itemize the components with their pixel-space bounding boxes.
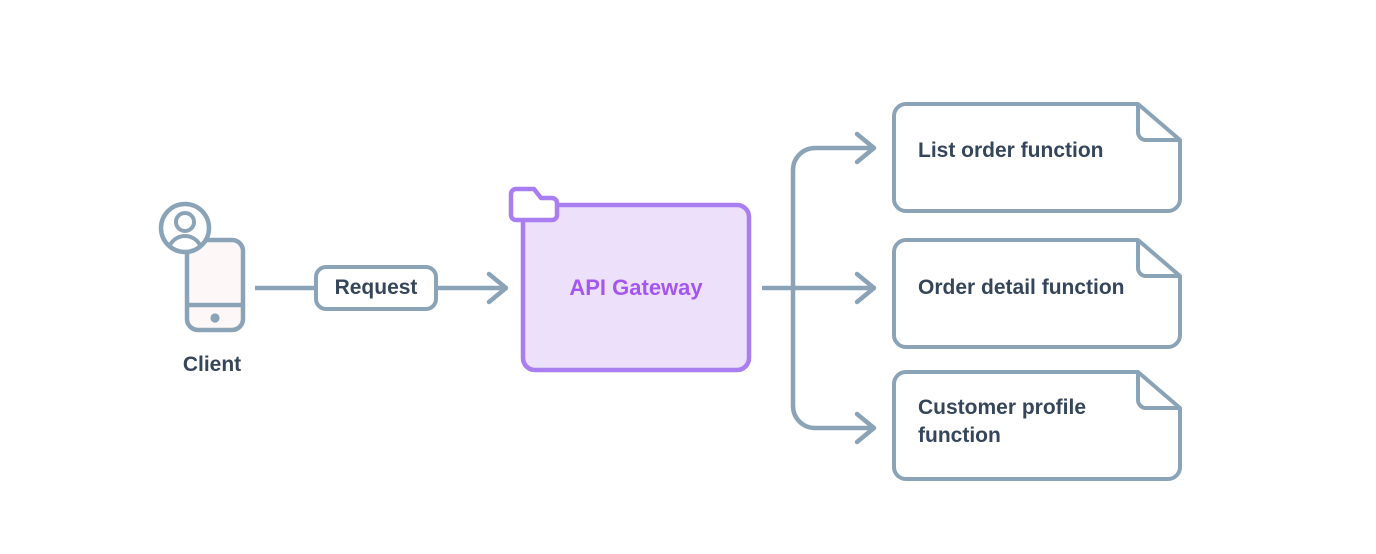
arrowhead-to-gateway-icon (486, 271, 509, 305)
function-node-0[interactable] (892, 102, 1182, 213)
function-2-corner-fold-icon (1136, 372, 1180, 410)
arrowhead-fn-0-icon (854, 131, 877, 165)
arrowhead-fn-1-icon (854, 271, 877, 305)
arrowhead-fn-2-icon (854, 411, 877, 445)
phone-body (184, 237, 246, 333)
client-icon (158, 201, 246, 333)
gateway-folder-tab-icon (508, 186, 560, 223)
request-label-box (314, 265, 438, 311)
edge-branch-down (790, 285, 875, 431)
avatar-head-icon (174, 211, 196, 233)
gateway-body (520, 202, 752, 373)
edge-branch-up (790, 145, 875, 291)
function-1-body (892, 238, 1182, 349)
function-0-body (892, 102, 1182, 213)
function-0-corner-fold-icon (1136, 104, 1180, 142)
function-node-2[interactable] (892, 370, 1182, 481)
api-gateway-node[interactable] (508, 186, 752, 373)
avatar-shoulders-icon (168, 234, 202, 247)
phone-home-dot (210, 313, 220, 323)
function-2-body (892, 370, 1182, 481)
function-node-1[interactable] (892, 238, 1182, 349)
function-1-corner-fold-icon (1136, 240, 1180, 278)
